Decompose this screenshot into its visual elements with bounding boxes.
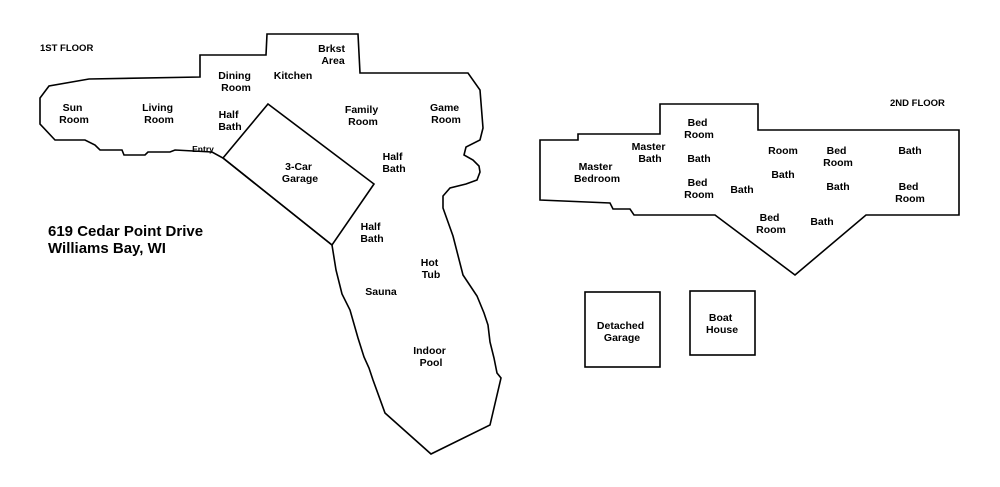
room-label-bed-room-1: Bed Room: [684, 117, 714, 141]
room-label-bath-5: Bath: [810, 216, 833, 228]
room-label-bath-6: Bath: [898, 145, 921, 157]
room-label-entry: Entry: [192, 144, 214, 154]
room-label-dining-room: Dining Room: [218, 70, 254, 94]
room-label-living-room: Living Room: [142, 102, 176, 126]
room-label-bath-1: Bath: [687, 153, 710, 165]
room-label-bath-4: Bath: [826, 181, 849, 193]
room-label-half-bath-2: Half Bath: [382, 151, 405, 175]
room-label-garage: 3-Car Garage: [282, 161, 318, 185]
room-label-bed-room-4: Bed Room: [823, 145, 853, 169]
room-label-bath-2: Bath: [730, 184, 753, 196]
room-label-sauna: Sauna: [365, 286, 397, 298]
room-label-game-room: Game Room: [430, 102, 462, 126]
room-label-bed-room-5: Bed Room: [895, 181, 925, 205]
room-label-family-room: Family Room: [345, 104, 381, 128]
room-label-room: Room: [768, 145, 798, 157]
floor2-title: 2ND FLOOR: [890, 98, 945, 109]
room-label-kitchen: Kitchen: [274, 70, 313, 82]
floor1-title: 1ST FLOOR: [40, 43, 93, 54]
address-line1: 619 Cedar Point Drive: [48, 223, 203, 240]
room-label-sun-room: Sun Room: [59, 102, 89, 126]
room-label-indoor-pool: Indoor Pool: [413, 345, 449, 369]
floor2-outline: [539, 103, 960, 277]
room-label-half-bath-3: Half Bath: [360, 221, 383, 245]
label-boat-house: Boat House: [706, 312, 738, 336]
room-label-bed-room-2: Bed Room: [684, 177, 714, 201]
detached-garage-outline: [584, 291, 661, 368]
room-label-bed-room-3: Bed Room: [756, 212, 786, 236]
address-line2: Williams Bay, WI: [48, 240, 166, 257]
room-label-hot-tub: Hot Tub: [421, 257, 441, 281]
label-detached-garage: Detached Garage: [597, 320, 647, 344]
room-label-half-bath-1: Half Bath: [218, 109, 241, 133]
floor1-outline: [39, 33, 502, 455]
boat-house-outline: [689, 290, 756, 356]
room-label-brkst-area: Brkst Area: [318, 43, 348, 67]
room-label-master-bedroom: Master Bedroom: [574, 161, 620, 185]
room-label-master-bath: Master Bath: [632, 141, 669, 165]
garage-outline: [221, 102, 376, 247]
room-label-bath-3: Bath: [771, 169, 794, 181]
